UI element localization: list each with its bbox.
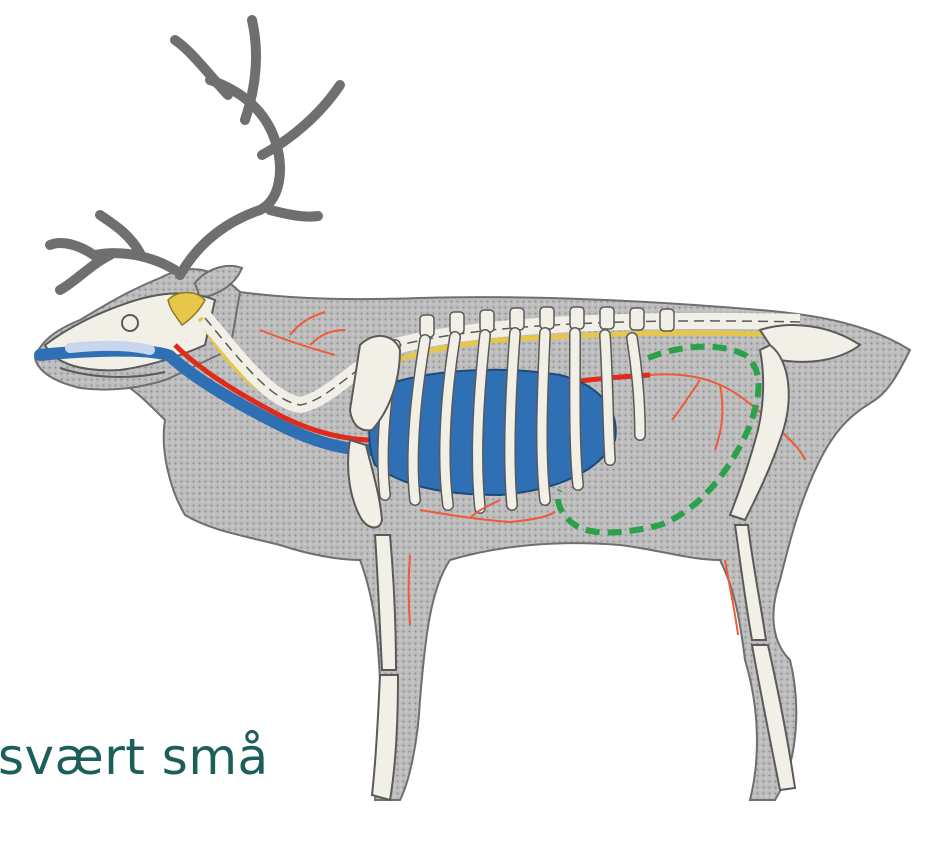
caption-text: svært små bbox=[0, 728, 269, 786]
antlers-icon bbox=[50, 20, 340, 290]
